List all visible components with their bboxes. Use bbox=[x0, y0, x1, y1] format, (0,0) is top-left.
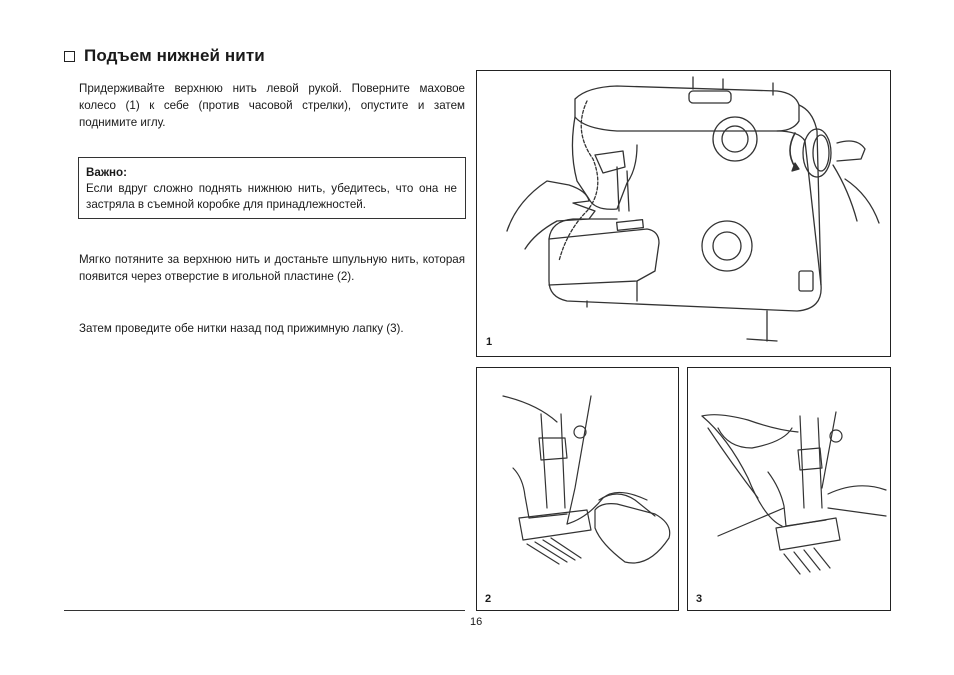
page-number: 16 bbox=[470, 616, 483, 628]
important-note-body: Если вдруг сложно поднять нижнюю нить, у… bbox=[86, 182, 457, 211]
sewing-machine-illustration bbox=[506, 76, 880, 342]
footer-divider bbox=[64, 610, 465, 611]
section-heading: Подъем нижней нити bbox=[64, 46, 265, 66]
figure-2-panel: 2 bbox=[476, 367, 679, 611]
important-note-title: Важно: bbox=[86, 166, 127, 179]
instruction-paragraph-3: Затем проведите обе нитки назад под приж… bbox=[79, 322, 404, 335]
figure-1-label: 1 bbox=[486, 336, 493, 348]
figure-2-label: 2 bbox=[485, 593, 492, 605]
important-note-box: Важно: Если вдруг сложно поднять нижнюю … bbox=[78, 157, 466, 219]
presser-foot-thread-pull-illustration bbox=[502, 395, 671, 565]
checkbox-square-icon bbox=[64, 50, 75, 62]
threads-under-presser-foot-illustration bbox=[701, 411, 887, 575]
figure-3-label: 3 bbox=[696, 593, 703, 605]
heading-title: Подъем нижней нити bbox=[84, 46, 265, 65]
figure-3-panel: 3 bbox=[687, 367, 891, 611]
figure-1-panel: 1 bbox=[476, 70, 891, 357]
instruction-paragraph-1: Придерживайте верхнюю нить левой рукой. … bbox=[79, 82, 465, 129]
instruction-paragraph-2: Мягко потяните за верхнюю нить и достань… bbox=[79, 253, 465, 283]
